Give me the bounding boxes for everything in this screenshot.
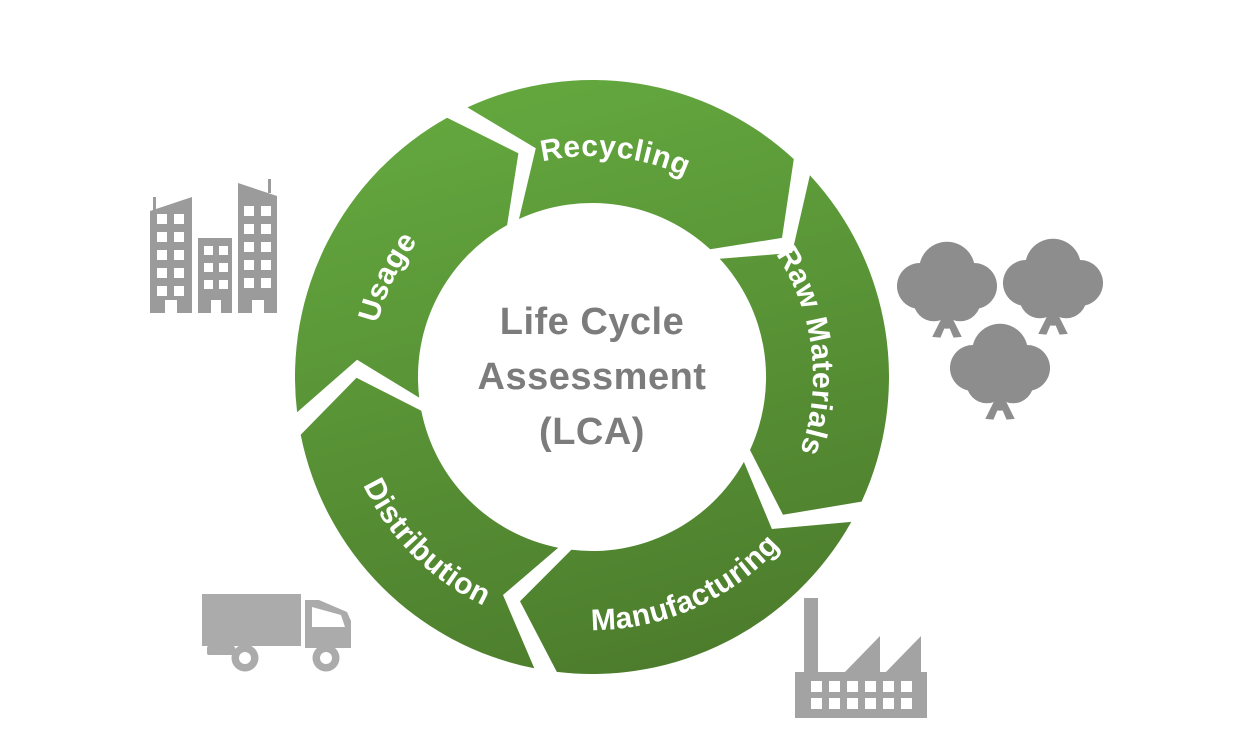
buildings-icon: [150, 179, 277, 313]
factory-icon: [795, 598, 927, 718]
segment-manufacturing: [520, 461, 852, 674]
segment-distribution: [300, 377, 559, 669]
segment-usage: [295, 117, 519, 413]
center-title: Life Cycle Assessment (LCA): [478, 295, 707, 460]
truck-icon: [202, 594, 351, 672]
building-windows: [157, 206, 912, 709]
segment-recycling: [467, 80, 794, 250]
center-title-line-2: Assessment: [477, 356, 707, 398]
center-title-line-1: Life Cycle: [499, 301, 685, 343]
center-title-line-3: (LCA): [539, 411, 645, 453]
segment-raw-materials: [719, 175, 889, 515]
trees-icon: [896, 238, 1104, 420]
cycle-ring: [295, 80, 889, 674]
